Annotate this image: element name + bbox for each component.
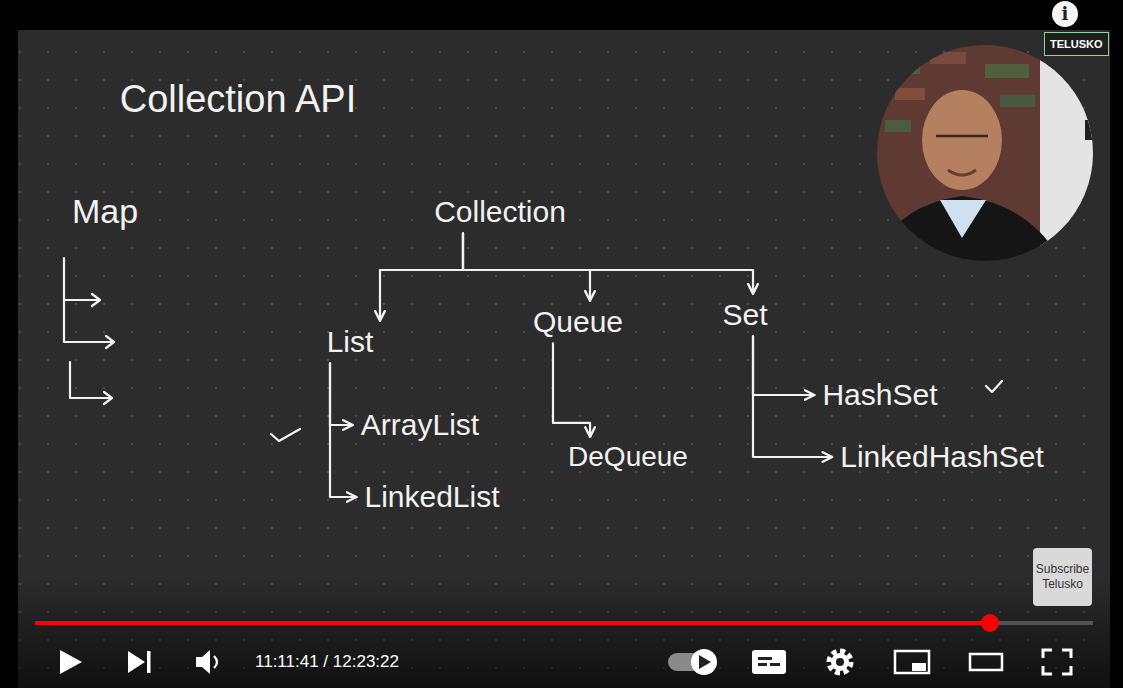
svg-shape — [1085, 120, 1093, 140]
player-controls — [60, 649, 1071, 675]
svg-shape — [831, 653, 849, 671]
svg-shape — [1040, 40, 1110, 270]
class-name-node: ArrayList — [355, 406, 485, 445]
svg-shape — [35, 621, 1093, 625]
node-label: Collection — [434, 195, 566, 230]
subscribe-button: Subscribe Telusko — [1033, 548, 1092, 606]
connector-arrow — [463, 233, 753, 294]
svg-shape — [930, 52, 966, 64]
svg-shape — [936, 135, 988, 138]
svg-shape — [1043, 650, 1071, 674]
connector-arrow — [753, 336, 832, 457]
title-text: Collection API — [120, 78, 357, 122]
svg-shape — [752, 650, 786, 674]
channel-badge: TELUSKO — [1044, 32, 1109, 56]
svg-shape — [147, 651, 151, 673]
class-name-node: HashSet — [816, 376, 943, 415]
control-shade — [18, 575, 1110, 688]
connector-arrow — [330, 363, 356, 497]
dot-grid — [18, 30, 1110, 688]
node-label: LinkedList — [364, 480, 499, 515]
label-text: TELUSKO — [1050, 37, 1103, 51]
video-time: 11:11:41 / 12:23:22 — [255, 651, 399, 673]
svg-shape — [35, 621, 990, 625]
diagram-title: Collection API — [114, 76, 363, 124]
label-text: i — [1052, 1, 1078, 27]
node-label: Queue — [533, 305, 623, 340]
class-name-node: LinkedHashSet — [834, 438, 1049, 477]
label-text: Subscribe Telusko — [1033, 562, 1092, 592]
svg-shape — [970, 654, 1002, 670]
svg-shape — [1000, 95, 1035, 107]
svg-shape — [70, 362, 112, 404]
connector-arrow — [330, 363, 353, 425]
svg-shape — [948, 170, 976, 175]
node-label: HashSet — [822, 378, 937, 413]
connector-arrow — [553, 343, 590, 437]
svg-shape — [885, 120, 911, 132]
svg-shape — [770, 663, 780, 666]
svg-shape — [981, 614, 999, 632]
node-label: LinkedHashSet — [840, 440, 1043, 475]
svg-shape — [196, 650, 210, 674]
class-name-node: DeQueue — [562, 439, 694, 475]
progress-bar — [35, 614, 1093, 632]
presenter-cam — [870, 40, 1110, 270]
svg-shape — [64, 300, 114, 348]
svg-shape — [895, 88, 925, 100]
connector-arrow — [380, 233, 463, 321]
svg-shape — [128, 651, 145, 673]
class-name-node: Queue — [527, 303, 629, 342]
class-name-node: Collection — [428, 193, 572, 232]
label-text: 11:11:41 / 12:23:22 — [255, 651, 399, 673]
svg-shape — [986, 381, 1002, 392]
svg-shape — [912, 663, 926, 671]
node-label: ArrayList — [361, 408, 479, 443]
svg-shape — [895, 651, 929, 673]
svg-shape — [691, 649, 717, 675]
svg-shape — [870, 40, 1110, 270]
class-name-node: Map — [66, 190, 144, 233]
map-arrows — [64, 258, 114, 404]
node-label: Set — [722, 298, 767, 333]
svg-shape — [758, 657, 772, 660]
svg-shape — [271, 429, 300, 441]
node-label: DeQueue — [568, 441, 688, 473]
svg-shape — [985, 64, 1029, 78]
svg-shape — [214, 656, 217, 668]
svg-shape — [872, 196, 1062, 262]
svg-shape — [829, 651, 851, 673]
svg-shape — [60, 650, 82, 674]
board — [18, 30, 1110, 688]
node-label: Map — [72, 192, 138, 231]
class-name-node: Set — [716, 296, 773, 335]
svg-shape — [64, 258, 100, 306]
info-icon: i — [1052, 1, 1078, 27]
node-label: List — [327, 325, 374, 360]
connector-arrow — [753, 336, 814, 395]
svg-shape — [758, 663, 767, 666]
svg-shape — [880, 60, 920, 74]
svg-shape — [922, 90, 1002, 190]
connector-arrow — [463, 233, 590, 301]
svg-shape — [940, 200, 986, 238]
svg-shape — [699, 655, 711, 669]
class-name-node: List — [321, 323, 380, 362]
class-name-node: LinkedList — [358, 478, 505, 517]
svg-shape — [836, 658, 844, 666]
